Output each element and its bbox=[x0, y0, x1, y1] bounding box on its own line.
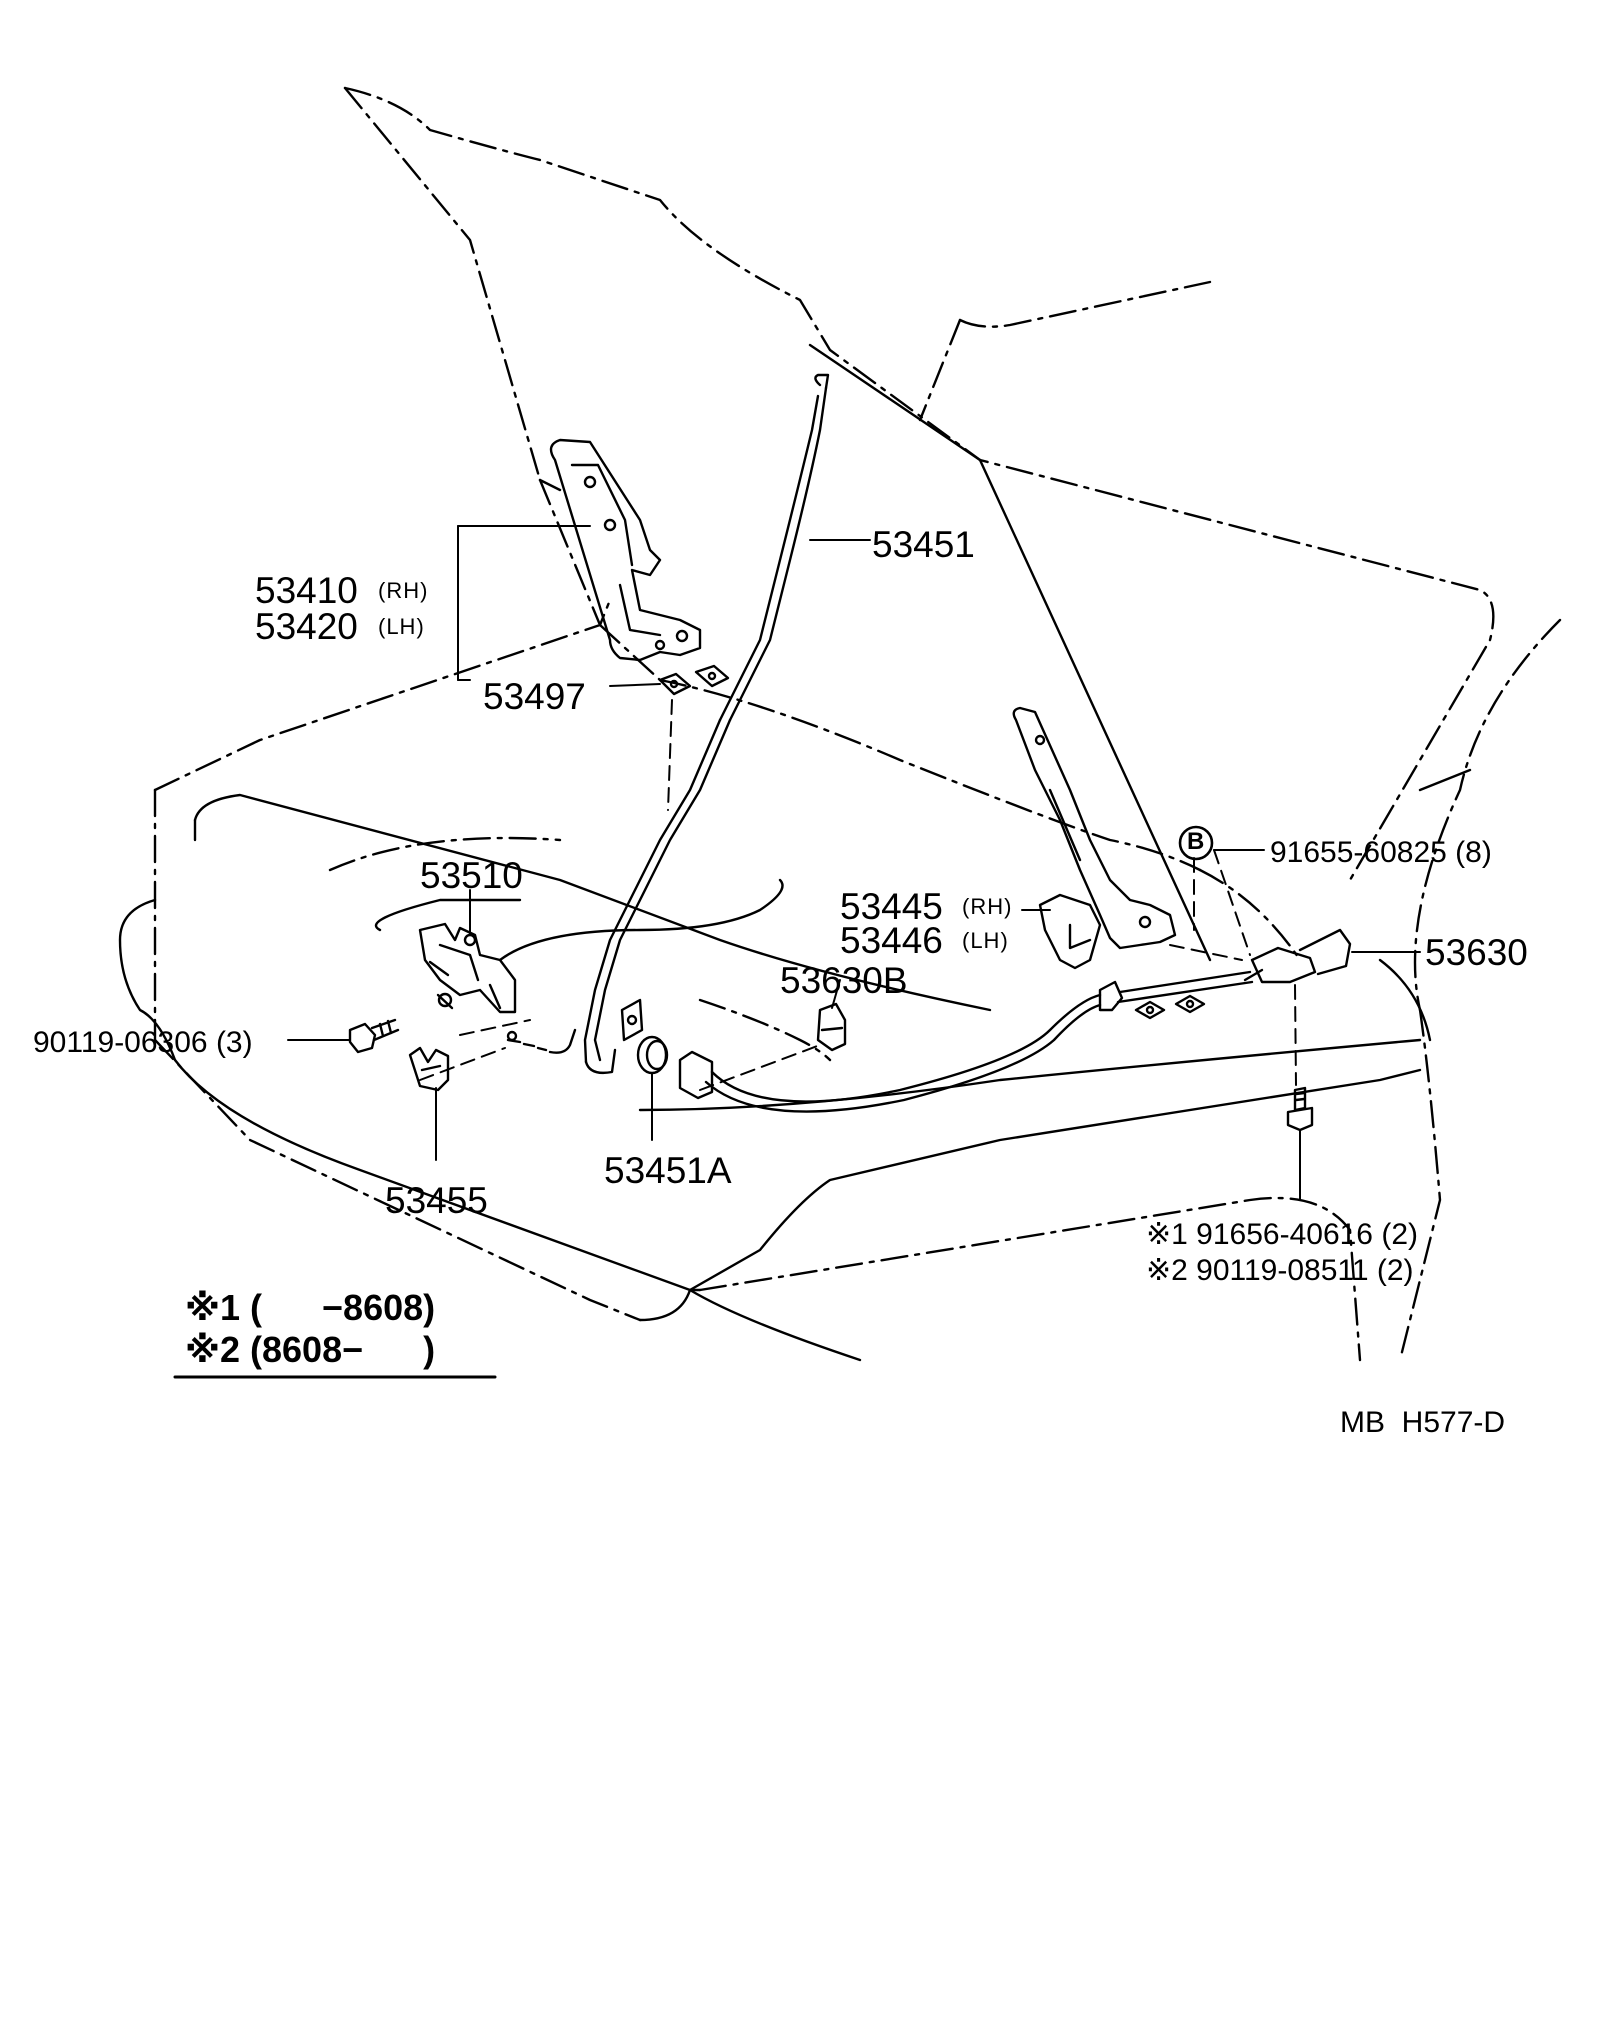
label-53420-side: (LH) bbox=[378, 614, 425, 639]
b-marker-letter: B bbox=[1187, 828, 1205, 855]
hood-hinge-right-drawing bbox=[1012, 706, 1177, 950]
label-53497: 53497 bbox=[483, 676, 586, 717]
body-outline-dashed bbox=[153, 478, 1562, 1362]
label-53451: 53451 bbox=[872, 524, 975, 565]
b-marker-circle bbox=[1178, 825, 1214, 861]
hinge-shims-drawing bbox=[658, 664, 730, 696]
release-cable-drawing bbox=[678, 928, 1352, 1113]
label-53445-side: (RH) bbox=[962, 894, 1013, 919]
label-53455: 53455 bbox=[385, 1180, 488, 1221]
label-53420: 53420 bbox=[255, 606, 358, 647]
label-53446: 53446 bbox=[840, 920, 943, 961]
leader-lines-dashed bbox=[419, 699, 1297, 1091]
latch-spring-drawing bbox=[506, 1028, 577, 1054]
label-53451A: 53451A bbox=[604, 1150, 732, 1191]
grommet-drawing bbox=[636, 1035, 669, 1075]
label-clip-2: ※2 90119-08511 (2) bbox=[1146, 1254, 1414, 1287]
label-53510: 53510 bbox=[420, 855, 523, 896]
clip-bolt-drawing bbox=[1286, 1086, 1314, 1132]
label-53630B: 53630B bbox=[780, 960, 908, 1001]
note-1: ※1 ( −8608) bbox=[185, 1287, 436, 1328]
hood-hinge-left-drawing bbox=[549, 438, 702, 662]
diagram-code: MB H577-D bbox=[1340, 1406, 1506, 1439]
label-53410: 53410 bbox=[255, 570, 358, 611]
label-53410-side: (RH) bbox=[378, 578, 429, 603]
leader-lines bbox=[287, 525, 1421, 1201]
hood-lock-bolt-drawing bbox=[348, 1018, 400, 1054]
label-91655-60825: 91655-60825 (8) bbox=[1270, 836, 1492, 869]
label-53445: 53445 bbox=[840, 886, 943, 927]
cable-clips-drawing bbox=[1134, 994, 1206, 1020]
label-53446-side: (LH) bbox=[962, 928, 1009, 953]
hood-edge bbox=[538, 343, 1212, 962]
release-lever-drawing bbox=[408, 1046, 450, 1092]
cable-clamp-drawing bbox=[816, 1002, 847, 1052]
label-clip-1: ※1 91656-40616 (2) bbox=[1146, 1218, 1418, 1251]
rod-holder-drawing bbox=[620, 998, 644, 1042]
hood-lock-drawing bbox=[418, 922, 517, 1014]
hood-panel-outline bbox=[343, 86, 1495, 882]
label-90119-06306: 90119-06306 (3) bbox=[33, 1026, 253, 1059]
hood-support-rod-drawing bbox=[583, 373, 830, 1075]
hood-stopper-drawing bbox=[1038, 893, 1102, 970]
note-2: ※2 (8608− ) bbox=[185, 1329, 436, 1370]
body-outline-solid bbox=[118, 768, 1472, 1362]
label-53630: 53630 bbox=[1425, 932, 1528, 973]
